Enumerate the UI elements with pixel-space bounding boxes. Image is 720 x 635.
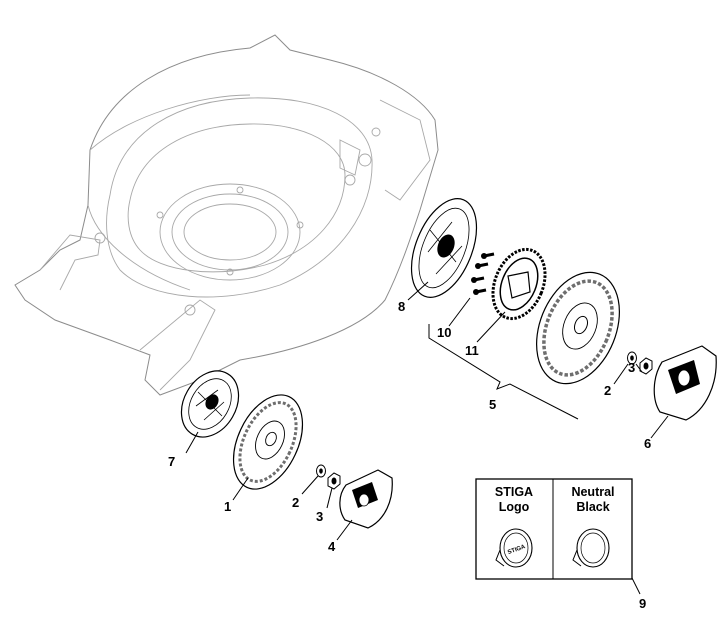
wheel-left — [232, 394, 304, 490]
neutral-black-cap — [572, 528, 610, 568]
variant-neutral-line1: Neutral — [571, 485, 614, 499]
callout-1: 1 — [224, 499, 231, 514]
callout-11: 11 — [465, 343, 479, 358]
variant-stiga-line1: STIGA — [495, 485, 533, 499]
callout-8: 8 — [398, 299, 405, 314]
bracket-5 — [428, 324, 579, 420]
callout-labels: 7 1 2 3 4 8 10 11 5 2 3 6 9 — [168, 299, 651, 611]
callout-7: 7 — [168, 454, 175, 469]
callout-5: 5 — [489, 397, 496, 412]
hub-disc-left — [180, 370, 240, 438]
leader-lines — [185, 281, 669, 595]
callout-10: 10 — [437, 325, 451, 340]
washer-right — [627, 351, 637, 365]
callout-3-right: 3 — [628, 360, 635, 375]
callout-2-left: 2 — [292, 495, 299, 510]
nut-left — [327, 472, 341, 490]
hub-cover-left — [339, 469, 393, 529]
stiga-logo-cap: STIGA — [495, 528, 533, 568]
hub-disc-right — [410, 198, 478, 298]
variant-stiga-line2: Logo — [499, 500, 530, 514]
nut-right — [639, 357, 653, 375]
mower-deck — [14, 34, 439, 396]
callout-4: 4 — [328, 539, 336, 554]
callout-3-left: 3 — [316, 509, 323, 524]
gear-ring — [491, 247, 547, 321]
wheel-right — [536, 271, 620, 385]
bolts — [471, 252, 495, 295]
hubcap-variant-box: STIGA Logo Neutral Black STIGA — [475, 478, 633, 580]
callout-6: 6 — [644, 436, 651, 451]
variant-neutral-line2: Black — [576, 500, 609, 514]
hub-cover-right — [653, 345, 717, 421]
callout-2-right: 2 — [604, 383, 611, 398]
washer-left — [316, 464, 326, 478]
callout-9: 9 — [639, 596, 646, 611]
